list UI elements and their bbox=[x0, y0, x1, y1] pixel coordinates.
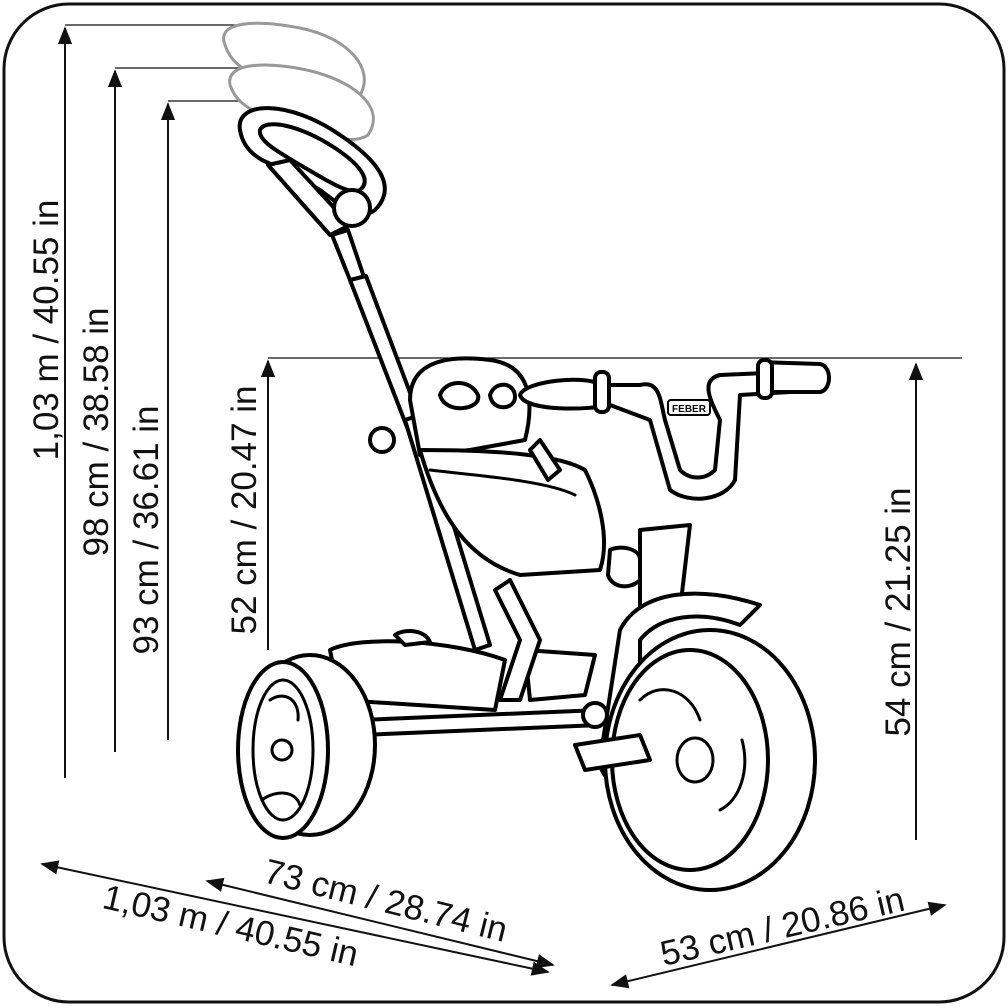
tricycle-illustration: FEBER bbox=[222, 21, 831, 892]
brand-logo: FEBER bbox=[667, 399, 711, 416]
label-total-height-mid: 98 cm / 38.58 in bbox=[77, 307, 116, 556]
svg-text:FEBER: FEBER bbox=[672, 404, 707, 415]
label-total-height-min: 93 cm / 36.61 in bbox=[127, 405, 166, 654]
label-width: 53 cm / 20.86 in bbox=[657, 880, 908, 974]
label-handlebar-height: 54 cm / 21.25 in bbox=[879, 487, 918, 736]
label-total-height-max: 1,03 m / 40.55 in bbox=[27, 200, 66, 461]
dimension-lines bbox=[40, 24, 962, 989]
label-seat-height: 52 cm / 20.47 in bbox=[225, 385, 264, 634]
